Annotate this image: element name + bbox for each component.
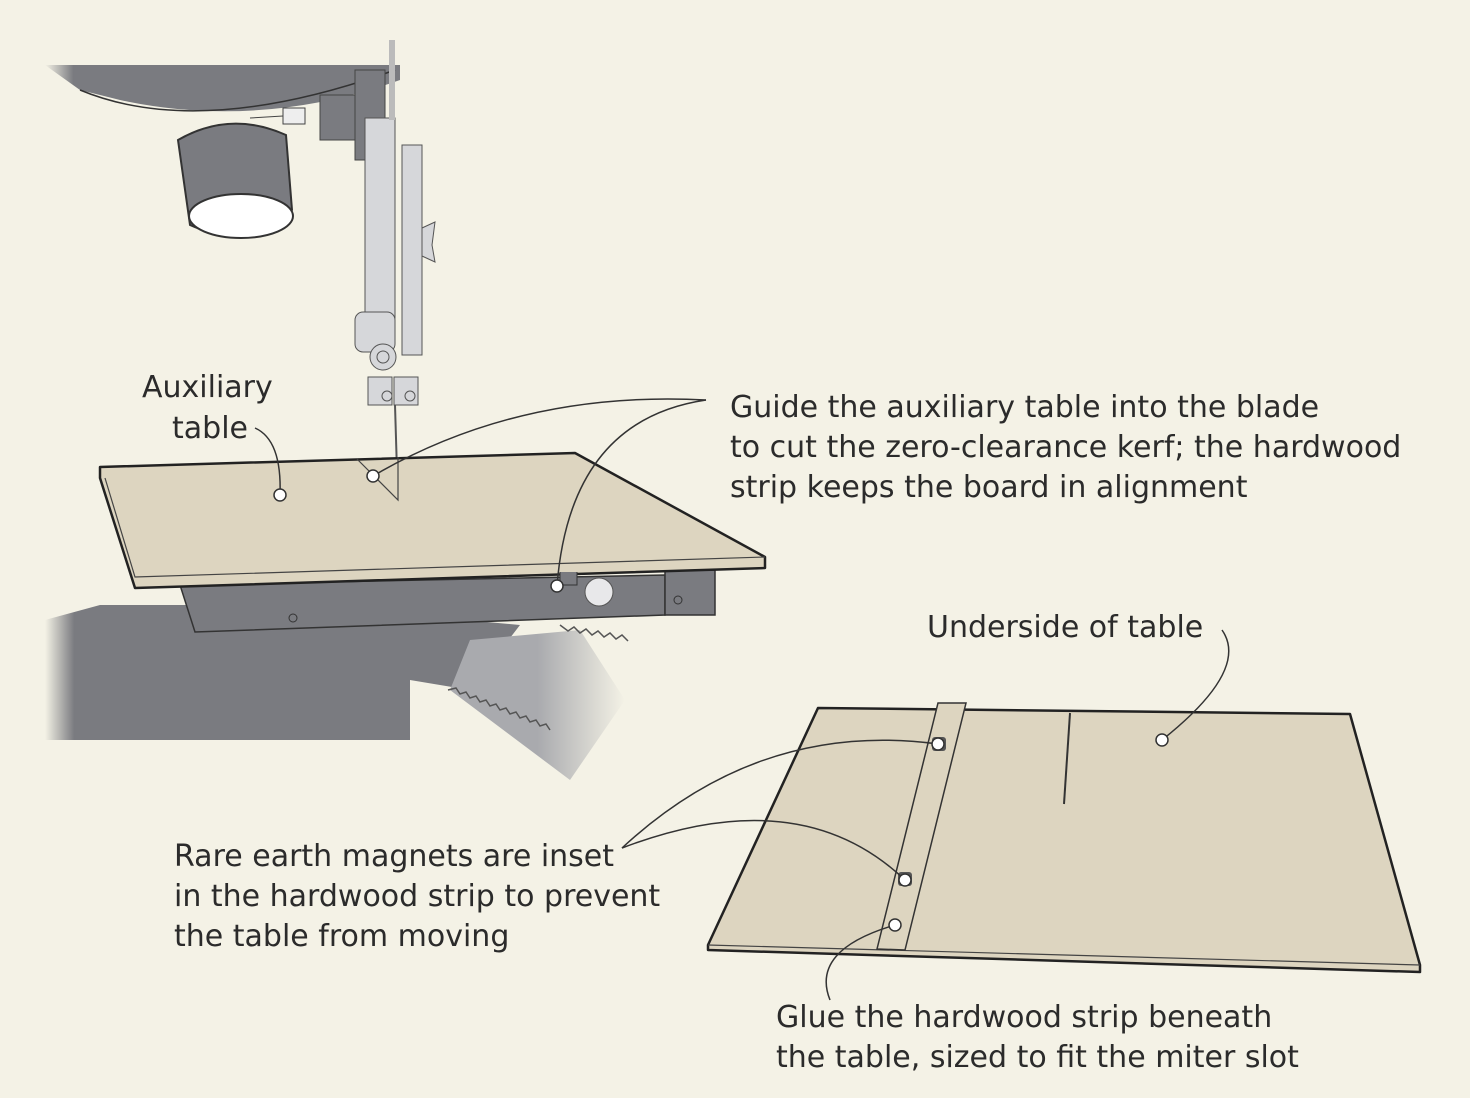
label-glue: Glue the hardwood strip beneath the tabl… <box>776 1000 1299 1075</box>
label-line: strip keeps the board in alignment <box>730 470 1248 505</box>
bandsaw-lower-body <box>45 569 716 780</box>
leader-lines <box>254 398 1230 1001</box>
label-line: table <box>172 411 248 446</box>
underside-table-illustration <box>706 702 1422 974</box>
label-line: Rare earth magnets are inset <box>174 839 614 874</box>
lamp-icon <box>176 122 294 239</box>
label-underside: Underside of table <box>927 610 1203 645</box>
blade-guide-post <box>354 40 436 506</box>
label-auxiliary-table: Auxiliary table <box>142 370 273 446</box>
label-line: Glue the hardwood strip beneath <box>776 1000 1272 1035</box>
label-line: in the hardwood strip to prevent <box>174 879 660 914</box>
label-magnets: Rare earth magnets are inset in the hard… <box>174 839 660 954</box>
label-line: Guide the auxiliary table into the blade <box>730 390 1319 425</box>
label-line: Auxiliary <box>142 370 273 405</box>
label-guide: Guide the auxiliary table into the blade… <box>730 390 1401 505</box>
bandsaw-upper-housing <box>45 65 400 141</box>
label-line: the table from moving <box>174 919 509 954</box>
label-line: the table, sized to fit the miter slot <box>776 1040 1299 1075</box>
auxiliary-table-illustration <box>98 451 767 590</box>
label-line: to cut the zero-clearance kerf; the hard… <box>730 430 1401 465</box>
